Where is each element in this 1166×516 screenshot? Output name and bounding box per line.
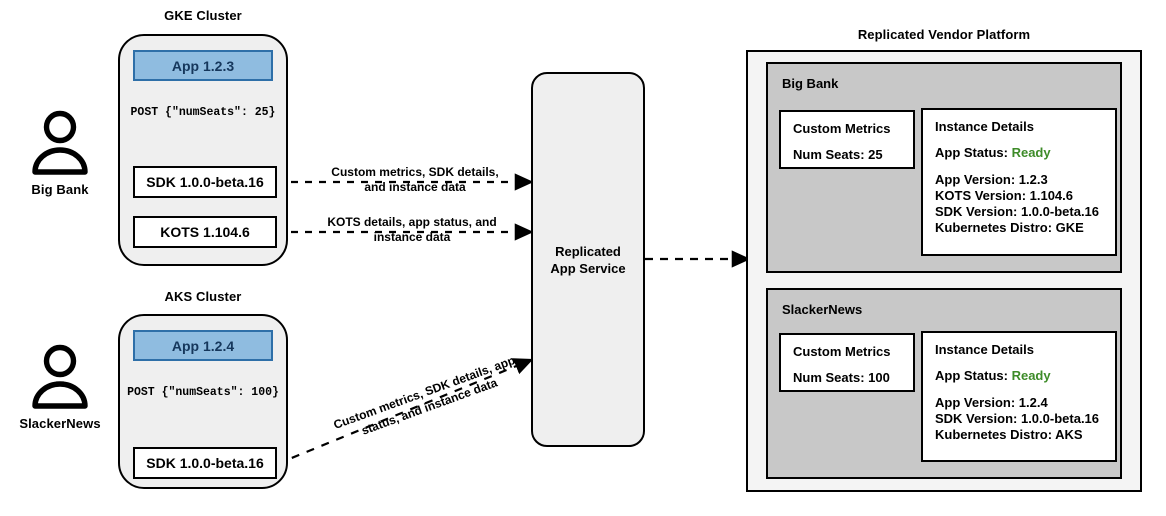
customer-name-big-bank: Big Bank [31,182,89,197]
metric-row: Num Seats: 100 [793,370,890,385]
instance-details-card-big-bank: Instance Details App Status: Ready App V… [921,108,1117,256]
app-box-gke[interactable]: App 1.2.3 [133,50,273,81]
cluster-title-gke: GKE Cluster [164,8,242,23]
sdk-box-aks[interactable]: SDK 1.0.0-beta.16 [133,447,277,479]
detail-row: KOTS Version: 1.104.6 [935,188,1074,203]
detail-row: App Version: 1.2.3 [935,172,1048,187]
app-status-row: App Status: Ready [935,368,1103,384]
platform-title: Replicated Vendor Platform [857,27,1031,42]
post-label-gke: POST {"numSeats": 25} [130,106,276,119]
app-status-label: App Status: [935,145,1008,160]
tenant-name: Big Bank [782,76,839,91]
person-icon [32,344,88,409]
status-badge: Ready [1011,145,1051,160]
card-heading: Instance Details [935,342,1034,357]
post-label-aks: POST {"numSeats": 100} [127,386,279,399]
app-box-aks[interactable]: App 1.2.4 [133,330,273,361]
detail-row: SDK Version: 1.0.0-beta.16 [935,204,1100,219]
service-line-2: App Service [550,260,626,276]
status-badge: Ready [1011,368,1051,383]
edge-label-kots: KOTS details, app status, and instance d… [327,215,497,244]
spacer [935,384,1103,395]
person-icon [32,110,88,175]
metric-row: Num Seats: 25 [793,147,883,162]
service-line-1: Replicated [555,243,621,259]
detail-row: SDK Version: 1.0.0-beta.16 [935,411,1100,426]
edge-sdk-to-service-aks [276,358,534,466]
card-heading: Custom Metrics [793,344,891,359]
card-heading: Custom Metrics [793,121,891,136]
detail-row: App Version: 1.2.4 [935,395,1048,410]
customer-name-slackernews: SlackerNews [19,416,101,431]
card-heading: Instance Details [935,119,1034,134]
app-status-row: App Status: Ready [935,145,1103,161]
cluster-title-aks: AKS Cluster [164,289,242,304]
spacer [935,161,1103,172]
detail-row: Kubernetes Distro: AKS [935,427,1083,442]
edge-label-sdk-gke: Custom metrics, SDK details, and instanc… [331,165,499,194]
custom-metrics-card-slackernews: Custom Metrics Num Seats: 100 [779,333,915,392]
app-status-label: App Status: [935,368,1008,383]
custom-metrics-card-big-bank: Custom Metrics Num Seats: 25 [779,110,915,169]
instance-details-card-slackernews: Instance Details App Status: Ready App V… [921,331,1117,462]
tenant-name: SlackerNews [782,302,863,317]
sdk-box-gke[interactable]: SDK 1.0.0-beta.16 [133,166,277,198]
replicated-app-service[interactable]: Replicated App Service [531,72,645,447]
detail-row: Kubernetes Distro: GKE [935,220,1084,235]
kots-box[interactable]: KOTS 1.104.6 [133,216,277,248]
